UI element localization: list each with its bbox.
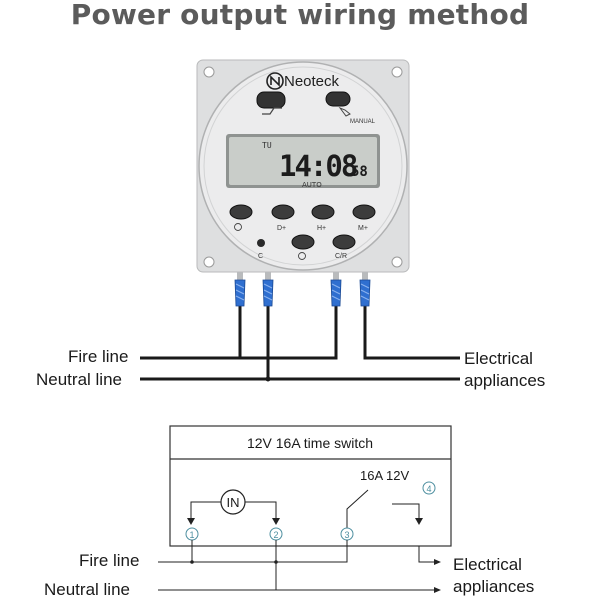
- program-icon: [234, 223, 242, 231]
- lcd-seconds: 58: [351, 164, 368, 180]
- page-title: Power output wiring method: [70, 0, 530, 31]
- button-row-1: D+ H+ M+: [229, 204, 376, 232]
- mounting-hole-icon: [203, 66, 403, 268]
- manual-button[interactable]: [325, 91, 351, 107]
- lcd-day: TU: [262, 141, 272, 150]
- clock-button[interactable]: [291, 234, 315, 250]
- hand-pointer-icon: [338, 106, 351, 117]
- cancel-recall-label: C/R: [335, 253, 347, 260]
- brand-name: Neoteck: [284, 73, 340, 90]
- lcd-time: 14:08: [279, 149, 357, 183]
- manual-label: MANUAL: [350, 119, 376, 125]
- clock-icon: [298, 252, 306, 260]
- reset-button[interactable]: [257, 239, 265, 247]
- program-button[interactable]: [229, 204, 253, 220]
- minute-plus-label: M+: [358, 225, 368, 232]
- minute-plus-button[interactable]: [352, 204, 376, 220]
- lcd-mode: AUTO: [302, 181, 322, 189]
- lcd-screen: [229, 137, 377, 185]
- top-fire-line-label: Fire line: [68, 347, 128, 366]
- button-row-2: C C/R: [257, 234, 356, 260]
- spade-connectors: [234, 272, 371, 307]
- reset-label: C: [258, 253, 263, 260]
- day-plus-button[interactable]: [271, 204, 295, 220]
- hour-plus-button[interactable]: [311, 204, 335, 220]
- toggle-symbol-icon: [262, 107, 282, 115]
- hour-plus-label: H+: [317, 225, 326, 232]
- top-neutral-line-label: Neutral line: [36, 370, 122, 389]
- cancel-recall-button[interactable]: [332, 234, 356, 250]
- brand-logo: Neoteck: [266, 72, 340, 90]
- top-appliance-label-1: Electrical: [464, 349, 533, 368]
- switch-toggle-button[interactable]: [256, 91, 286, 109]
- day-plus-label: D+: [277, 225, 286, 232]
- top-wires: [140, 306, 460, 381]
- top-appliance-label-2: appliances: [464, 371, 545, 390]
